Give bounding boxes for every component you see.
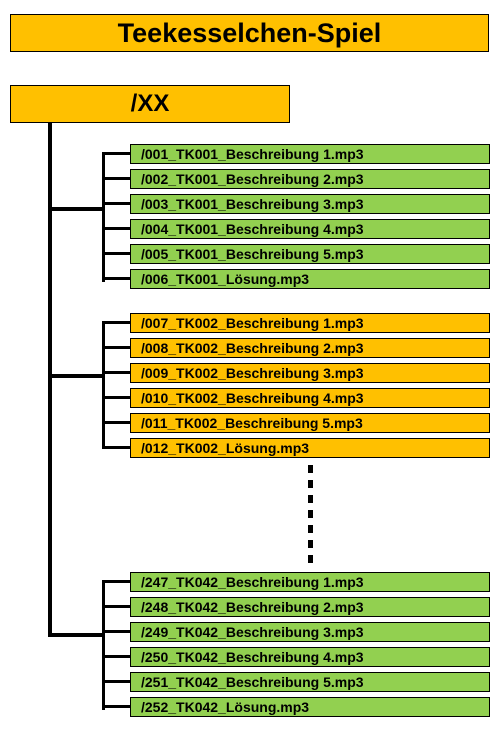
file-item: /010_TK002_Beschreibung 4.mp3 <box>130 388 490 408</box>
group-3-branch <box>48 633 104 637</box>
group-2-bus <box>102 321 105 449</box>
connector-tick <box>102 705 130 708</box>
root-folder: /XX <box>10 85 290 123</box>
ellipsis-dot <box>308 510 313 518</box>
ellipsis-dot <box>308 480 313 488</box>
group-1-branch <box>48 207 104 211</box>
file-item: /005_TK001_Beschreibung 5.mp3 <box>130 244 490 264</box>
connector-tick <box>102 605 130 608</box>
connector-tick <box>102 321 130 324</box>
file-item: /249_TK042_Beschreibung 3.mp3 <box>130 622 490 642</box>
ellipsis-dot <box>308 465 313 473</box>
connector-tick <box>102 177 130 180</box>
connector-tick <box>102 227 130 230</box>
ellipsis-dot <box>308 540 313 548</box>
connector-tick <box>102 152 130 155</box>
ellipsis-dot <box>308 525 313 533</box>
file-item: /012_TK002_Lösung.mp3 <box>130 438 490 458</box>
file-item: /001_TK001_Beschreibung 1.mp3 <box>130 144 490 164</box>
trunk-line <box>48 123 52 637</box>
file-item: /247_TK042_Beschreibung 1.mp3 <box>130 572 490 592</box>
connector-tick <box>102 202 130 205</box>
file-item: /250_TK042_Beschreibung 4.mp3 <box>130 647 490 667</box>
file-item: /002_TK001_Beschreibung 2.mp3 <box>130 169 490 189</box>
file-item: /007_TK002_Beschreibung 1.mp3 <box>130 313 490 333</box>
connector-tick <box>102 446 130 449</box>
connector-tick <box>102 421 130 424</box>
connector-tick <box>102 630 130 633</box>
connector-tick <box>102 580 130 583</box>
group-1-bus <box>102 152 105 282</box>
file-item: /009_TK002_Beschreibung 3.mp3 <box>130 363 490 383</box>
ellipsis-dot <box>308 555 313 563</box>
connector-tick <box>102 371 130 374</box>
file-item: /251_TK042_Beschreibung 5.mp3 <box>130 672 490 692</box>
file-item: /006_TK001_Lösung.mp3 <box>130 269 490 289</box>
file-item: /011_TK002_Beschreibung 5.mp3 <box>130 413 490 433</box>
connector-tick <box>102 277 130 280</box>
ellipsis-dot <box>308 495 313 503</box>
connector-tick <box>102 396 130 399</box>
connector-tick <box>102 252 130 255</box>
file-item: /004_TK001_Beschreibung 4.mp3 <box>130 219 490 239</box>
connector-tick <box>102 655 130 658</box>
diagram-title: Teekesselchen-Spiel <box>10 14 489 52</box>
file-item: /252_TK042_Lösung.mp3 <box>130 697 490 717</box>
group-2-branch <box>48 374 104 378</box>
file-item: /003_TK001_Beschreibung 3.mp3 <box>130 194 490 214</box>
connector-tick <box>102 680 130 683</box>
file-item: /008_TK002_Beschreibung 2.mp3 <box>130 338 490 358</box>
file-item: /248_TK042_Beschreibung 2.mp3 <box>130 597 490 617</box>
group-3-bus <box>102 580 105 710</box>
connector-tick <box>102 346 130 349</box>
